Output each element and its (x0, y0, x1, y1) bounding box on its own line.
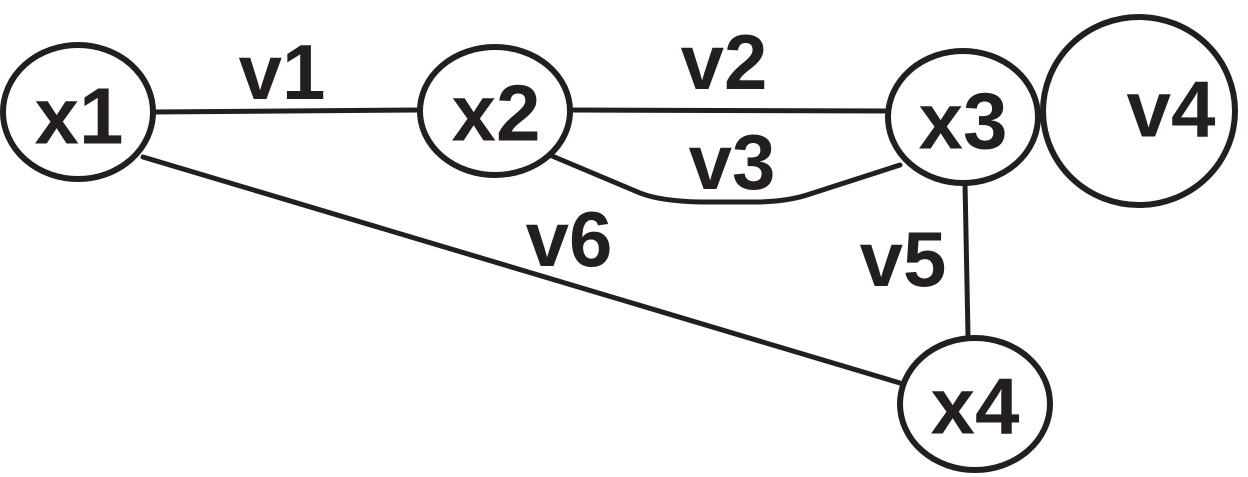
nodes (0, 14, 1238, 473)
edge-v1-label: v1 (239, 28, 326, 116)
edge-v5 (962, 180, 971, 338)
node-v4-label: v4 (1127, 65, 1216, 154)
edge-v2 (567, 107, 893, 114)
edge-labels: v1 v2 v3 v6 v5 (239, 18, 947, 303)
edge-v3 (542, 150, 903, 205)
edges (140, 107, 971, 386)
node-x2-circle (417, 44, 573, 178)
edge-v5-label: v5 (860, 215, 947, 303)
edge-v1 (149, 107, 423, 115)
node-x4-circle (897, 335, 1053, 473)
node-x2-label: x2 (452, 69, 541, 158)
edge-v2-label: v2 (681, 18, 768, 106)
node-v4-circle (1040, 14, 1238, 208)
node-x3-label: x3 (919, 77, 1008, 166)
edge-v3-label: v3 (689, 118, 776, 206)
node-x3-circle (885, 48, 1041, 186)
node-x1-label: x1 (35, 72, 124, 161)
edge-v6 (140, 154, 903, 386)
edge-v6-label: v6 (526, 195, 613, 283)
node-x1-circle (0, 42, 156, 182)
node-x4-label: x4 (931, 362, 1020, 451)
node-labels: x1 x2 x3 v4 x4 (35, 65, 1216, 451)
